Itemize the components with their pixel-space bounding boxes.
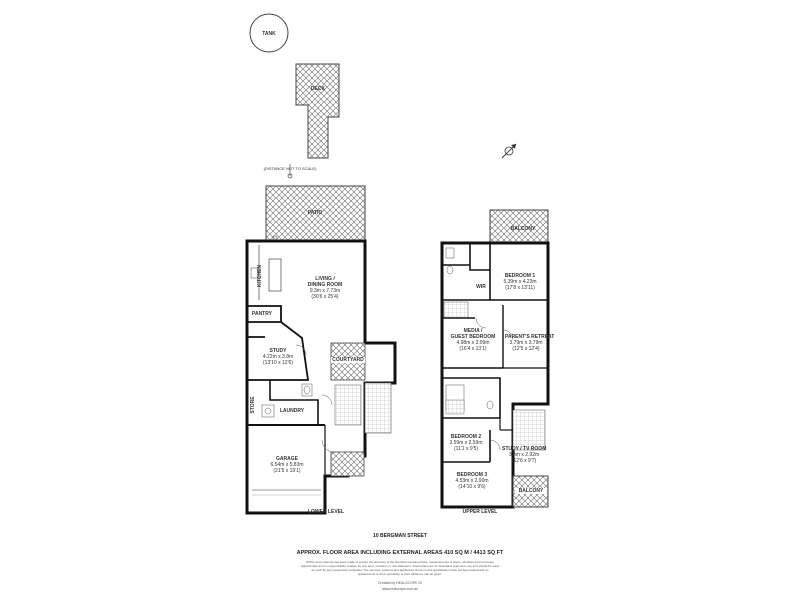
patio-label: PATIO bbox=[307, 210, 323, 216]
study-tv-imperial: (12'6 x 9'7) bbox=[511, 458, 537, 464]
bedroom2-metric: 3.59m x 2.59m bbox=[449, 440, 483, 446]
garage-metric: 6.54m x 5.83m bbox=[270, 462, 304, 468]
credit-label: Created by HEALSCOPE ID bbox=[378, 581, 422, 585]
study-imperial: (13'10 x 12'6) bbox=[263, 360, 293, 366]
study-tv-name: STUDY / TV ROOM bbox=[502, 446, 547, 452]
study-tv-metric: 3.8m x 2.92m bbox=[508, 452, 540, 458]
media-guest-room: MEDIA / GUEST BEDROOM 4.98m x 3.99m (16'… bbox=[446, 328, 500, 352]
balcony-upper-label: BALCONY bbox=[510, 226, 536, 232]
media-metric: 4.98m x 3.99m bbox=[456, 340, 490, 346]
internal-stairs bbox=[334, 384, 362, 426]
study-name: STUDY bbox=[269, 348, 287, 354]
bedroom1-room: BEDROOM 1 5.39m x 4.23m (17'8 x 13'11) bbox=[495, 273, 545, 291]
living-imperial: (30'6 x 25'4) bbox=[311, 294, 339, 300]
pantry-label: PANTRY bbox=[252, 311, 272, 317]
bedroom3-name: BEDROOM 3 bbox=[456, 472, 488, 478]
media-name: MEDIA / GUEST BEDROOM bbox=[450, 328, 496, 340]
kitchen-island bbox=[268, 258, 282, 292]
disclaimer-line-4: guarantee as to their operability or the… bbox=[357, 572, 443, 576]
north-arrow-icon bbox=[501, 143, 517, 159]
bedroom1-imperial: (17'8 x 13'11) bbox=[505, 285, 535, 291]
study-room: STUDY 4.22m x 3.8m (13'10 x 12'6) bbox=[258, 348, 298, 366]
floor-area-label: APPROX. FLOOR AREA INCLUDING EXTERNAL AR… bbox=[296, 550, 504, 556]
bedroom2-name: BEDROOM 2 bbox=[450, 434, 482, 440]
bedroom1-metric: 5.39m x 4.23m bbox=[503, 279, 537, 285]
upper-stairs bbox=[512, 409, 546, 451]
tank-label: TANK bbox=[262, 31, 276, 37]
bedroom3-room: BEDROOM 3 4.53m x 2.90m (14'10 x 9'6) bbox=[450, 472, 494, 490]
disclaimer-line-3: as such by any prospective purchaser. Th… bbox=[311, 568, 489, 572]
living-name: LIVING / DINING ROOM bbox=[307, 276, 343, 288]
lower-stairs bbox=[364, 382, 392, 434]
bedroom3-imperial: (14'10 x 9'6) bbox=[458, 484, 486, 490]
kitchen-sink-icon bbox=[250, 267, 259, 279]
store-label: STORE bbox=[250, 396, 256, 414]
courtyard-label: COURTYARD bbox=[331, 357, 365, 363]
shower-tiles bbox=[443, 301, 469, 319]
deck-label: DECK bbox=[310, 86, 326, 92]
study-metric: 4.22m x 3.8m bbox=[262, 354, 294, 360]
retreat-metric: 3.79m x 3.79m bbox=[509, 340, 543, 346]
retreat-name: PARENT'S RETREAT bbox=[505, 334, 555, 340]
retreat-imperial: (12'5 x 12'4) bbox=[512, 346, 540, 352]
media-imperial: (16'4 x 13'1) bbox=[459, 346, 487, 352]
upper-level-title: UPPER LEVEL bbox=[462, 509, 498, 515]
wir-label: WIR bbox=[476, 284, 486, 290]
disclaimer-line-1: Whilst every attempt has been made to en… bbox=[306, 560, 494, 564]
bedroom1-name: BEDROOM 1 bbox=[504, 273, 536, 279]
parents-retreat-room: PARENT'S RETREAT 3.79m x 3.79m (12'5 x 1… bbox=[505, 334, 555, 352]
lower-level-title: LOWER LEVEL bbox=[307, 509, 345, 515]
bedroom2-imperial: (11'1 x 9'5) bbox=[453, 446, 479, 452]
distance-arrow-icon bbox=[287, 164, 293, 179]
disclaimer: Whilst every attempt has been made to en… bbox=[250, 560, 550, 576]
deck-area bbox=[295, 63, 340, 159]
disclaimer-line-2: approximate and no responsibility is tak… bbox=[301, 564, 499, 568]
distance-note-label: (DISTANCE NOT TO SCALE) bbox=[263, 166, 317, 171]
address-label: 10 BERGMAN STREET bbox=[373, 533, 427, 539]
balcony-lower-label: BALCONY bbox=[515, 488, 547, 494]
study-tv-room: STUDY / TV ROOM 3.8m x 2.92m (12'6 x 9'7… bbox=[502, 446, 546, 464]
website-link[interactable]: www.realscope.com.au bbox=[382, 587, 418, 591]
laundry-label: LAUNDRY bbox=[279, 408, 305, 414]
middle-bathroom-tiles bbox=[445, 399, 465, 415]
bedroom3-metric: 4.53m x 2.90m bbox=[455, 478, 489, 484]
entry-porch bbox=[330, 451, 365, 477]
garage-room: GARAGE 6.54m x 5.83m (21'5 x 19'1) bbox=[262, 456, 312, 474]
kitchen-label: KITCHEN bbox=[257, 264, 263, 288]
patio-area bbox=[265, 185, 366, 242]
living-dining-room: LIVING / DINING ROOM 9.3m x 7.73m (30'6 … bbox=[295, 276, 355, 300]
garage-name: GARAGE bbox=[276, 456, 298, 462]
living-metric: 9.3m x 7.73m bbox=[309, 288, 341, 294]
tank-circle bbox=[249, 13, 289, 53]
garage-imperial: (21'5 x 19'1) bbox=[273, 468, 301, 474]
bedroom2-room: BEDROOM 2 3.59m x 2.59m (11'1 x 9'5) bbox=[446, 434, 486, 452]
